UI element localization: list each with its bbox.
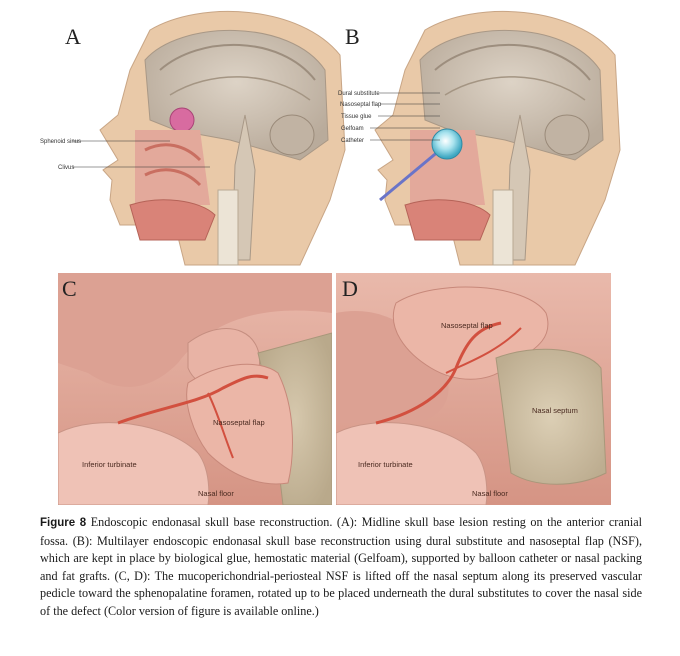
label-sphenoid-sinus: Sphenoid sinus <box>40 139 81 145</box>
label-nasoseptal-flap-b: Nasoseptal flap <box>340 102 382 108</box>
inferior-turbinate-c <box>58 422 210 505</box>
panel-letter-d: D <box>342 276 358 301</box>
cerebellum-a <box>269 114 315 156</box>
spine-a <box>217 189 239 266</box>
inferior-turbinate-d <box>336 422 488 505</box>
panel-d-illustration: Nasoseptal flap Nasal septum Inferior tu… <box>336 273 611 505</box>
vascular-pedicle-c <box>117 374 269 425</box>
mucosa-fold-top <box>58 273 332 387</box>
label-nasoseptal-flap-c: Nasoseptal flap <box>213 418 265 427</box>
panel-a-illustration: Sphenoid sinus Clivus Dural substitute N… <box>40 10 621 266</box>
panel-letter-c: C <box>62 276 77 301</box>
label-tissue-glue: Tissue glue <box>341 114 372 120</box>
balloon-catheter <box>431 128 463 160</box>
head-b <box>374 10 621 266</box>
label-nasal-floor-d: Nasal floor <box>472 489 508 498</box>
nasal-cavity-a <box>135 130 210 205</box>
label-inferior-turbinate-c: Inferior turbinate <box>82 460 137 469</box>
head-a <box>99 10 346 266</box>
figure-label: Figure 8 <box>40 517 87 529</box>
catheter-line <box>379 148 441 202</box>
panel-c-illustration: Nasoseptal flap Inferior turbinate Nasal… <box>58 273 332 505</box>
label-nasoseptal-flap-d: Nasoseptal flap <box>441 321 493 330</box>
lesion-a <box>169 107 195 133</box>
figure-caption: Figure 8 Endoscopic endonasal skull base… <box>40 514 642 621</box>
label-gelfoam: Gelfoam <box>341 126 364 132</box>
panel-letter-b: B <box>345 24 360 49</box>
label-dural-substitute: Dural substitute <box>338 91 380 97</box>
caption-text: Endoscopic endonasal skull base reconstr… <box>40 515 643 618</box>
label-nasal-septum-d: Nasal septum <box>532 406 578 415</box>
label-clivus: Clivus <box>58 165 74 171</box>
tongue-a <box>129 199 216 241</box>
label-nasal-floor-c: Nasal floor <box>198 489 234 498</box>
label-inferior-turbinate-d: Inferior turbinate <box>358 460 413 469</box>
label-catheter: Catheter <box>341 138 364 144</box>
panel-letter-a: A <box>65 24 81 49</box>
septum-d <box>495 348 607 485</box>
